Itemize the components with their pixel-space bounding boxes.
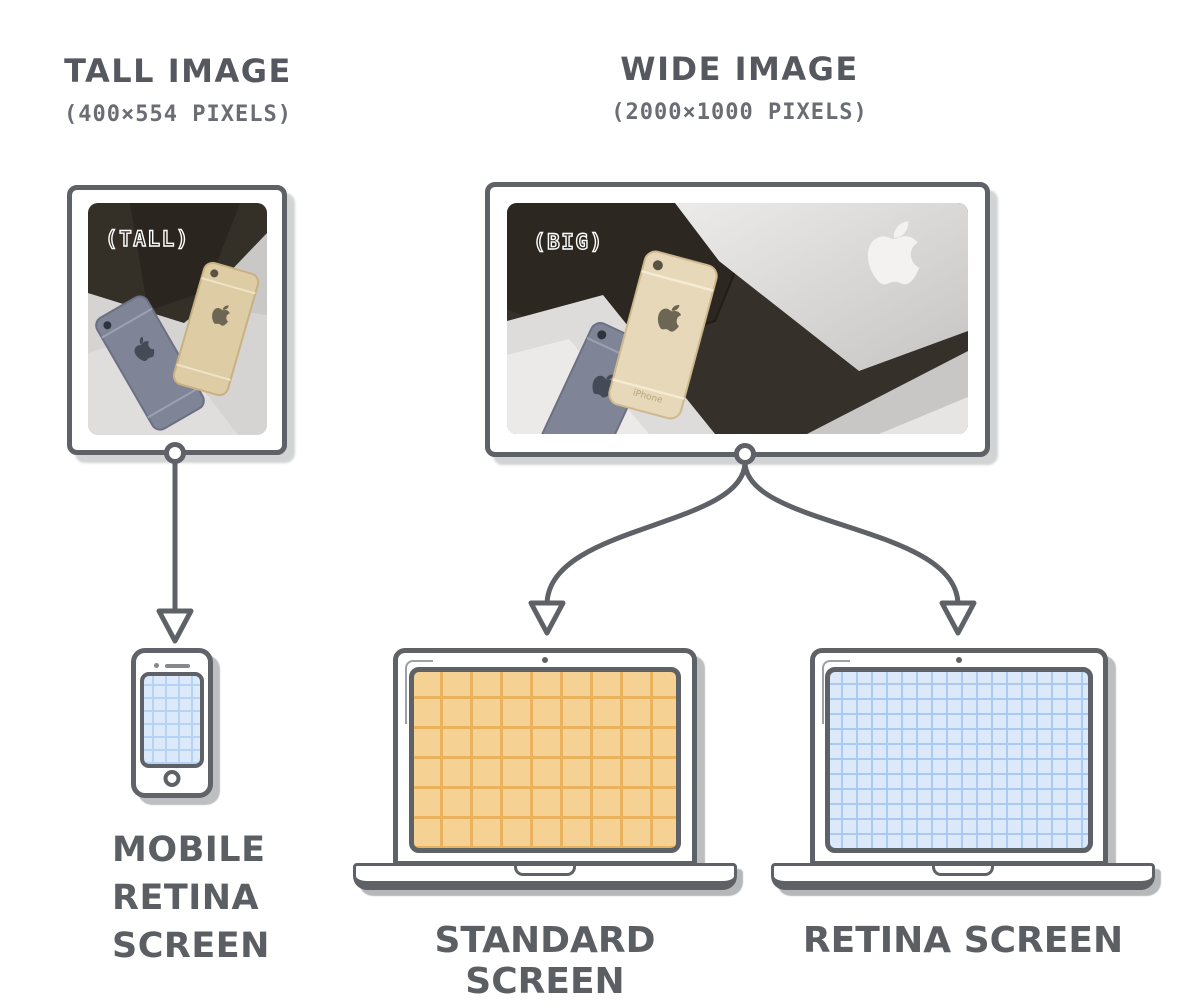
trackpad-notch bbox=[932, 866, 994, 876]
retina-laptop-lid bbox=[810, 648, 1108, 866]
retina-laptop-screen bbox=[825, 667, 1093, 853]
wide-to-standard-arrow bbox=[528, 459, 748, 636]
tall-image-dimensions: (400×554 PIXELS) bbox=[64, 102, 292, 127]
standard-screen-label: STANDARD SCREEN bbox=[434, 920, 656, 1002]
arrow-curve bbox=[742, 459, 961, 608]
standard-laptop bbox=[353, 648, 737, 893]
standard-laptop-base bbox=[353, 863, 737, 890]
tall-to-mobile-arrow bbox=[156, 442, 194, 644]
wide-image-title: WIDE IMAGE bbox=[620, 50, 859, 88]
gray-iphone-illustration bbox=[95, 295, 205, 431]
mobile-label-line-1: MOBILE bbox=[112, 830, 266, 870]
standard-laptop-screen bbox=[409, 667, 681, 853]
mobile-label-line-2: RETINA bbox=[112, 878, 260, 918]
standard-laptop-lid bbox=[393, 648, 697, 866]
mobile-phone-screen bbox=[140, 672, 204, 768]
phone-speaker-icon bbox=[165, 664, 190, 668]
arrow-curve bbox=[544, 459, 748, 608]
wide-photo-label: (BIG) bbox=[533, 230, 604, 254]
arrowhead-icon bbox=[156, 608, 194, 644]
wide-image-frame: iPhone (BIG) bbox=[485, 182, 990, 457]
tall-image-frame: (TALL) bbox=[67, 185, 287, 455]
tall-photo: (TALL) bbox=[88, 203, 267, 435]
mobile-retina-phone bbox=[131, 648, 213, 798]
home-button bbox=[163, 770, 181, 787]
retina-screen-label: RETINA SCREEN bbox=[802, 920, 1124, 961]
wide-to-retina-arrow bbox=[734, 443, 977, 636]
gold-iphone-illustration bbox=[172, 261, 260, 397]
tall-image-title: TALL IMAGE bbox=[64, 52, 292, 90]
mobile-retina-screen-label: MOBILE RETINA SCREEN bbox=[112, 826, 270, 970]
trackpad-notch bbox=[514, 866, 576, 876]
tall-image-heading: TALL IMAGE (400×554 PIXELS) bbox=[38, 52, 318, 127]
tall-photo-label: (TALL) bbox=[105, 227, 190, 251]
gold-iphone-illustration: iPhone bbox=[608, 250, 718, 420]
wide-image-dimensions: (2000×1000 PIXELS) bbox=[611, 100, 868, 125]
arrowhead-icon bbox=[939, 600, 977, 636]
mobile-label-line-3: SCREEN bbox=[112, 926, 270, 966]
wide-image-heading: WIDE IMAGE (2000×1000 PIXELS) bbox=[592, 50, 887, 125]
camera-dot bbox=[542, 657, 548, 663]
retina-laptop bbox=[771, 648, 1155, 893]
retina-laptop-base bbox=[771, 863, 1155, 890]
camera-dot bbox=[956, 657, 962, 663]
arrowhead-icon bbox=[528, 600, 566, 636]
wide-photo: iPhone (BIG) bbox=[507, 203, 968, 434]
phone-camera-dot bbox=[154, 663, 159, 668]
